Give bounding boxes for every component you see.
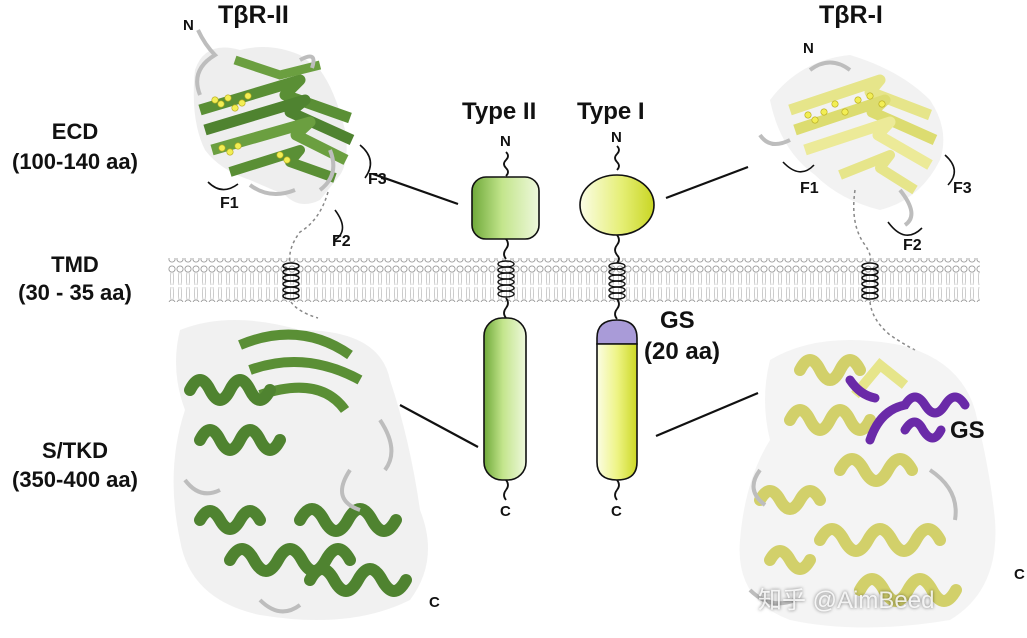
- type-ii-n-terminus: N: [500, 133, 511, 150]
- type-ii-ecd-box: [471, 176, 540, 240]
- type-i-tm-coil: [608, 262, 626, 300]
- tbri-kinase-structure: [739, 340, 996, 628]
- tbri-c-terminus: C: [1014, 566, 1025, 583]
- tbrii-n-terminus: N: [183, 17, 194, 34]
- type-i-n-terminus: N: [611, 129, 622, 146]
- stkd-label: S/TKD: [42, 438, 108, 463]
- tbrii-ecd-structure: [193, 29, 372, 241]
- tbri-tm-helix: [861, 262, 879, 300]
- tbri-f2-label: F2: [903, 237, 922, 254]
- kinase-connector-right: [655, 391, 759, 438]
- type-i-kinase-box: [596, 343, 638, 481]
- ecd-range: (100-140 aa): [12, 149, 138, 174]
- tbri-f3-label: F3: [953, 180, 972, 197]
- type-ii-c-terminus: C: [500, 503, 511, 520]
- tmd-label: TMD: [51, 252, 99, 277]
- tmd-range: (30 - 35 aa): [18, 280, 132, 305]
- gs-label: GS: [660, 307, 695, 334]
- tbri-gs-domain-ribbon: [845, 375, 970, 445]
- tbrii-linker-dashed: [288, 191, 329, 263]
- cell-membrane: [168, 258, 980, 302]
- tbrii-c-terminus: C: [429, 594, 440, 611]
- type-ii-label: Type II: [462, 98, 537, 125]
- tbrii-f3-label: F3: [368, 171, 387, 188]
- tbri-gs-label: GS: [950, 417, 985, 444]
- ecd-connector-right: [665, 165, 749, 200]
- ecd-label: ECD: [51, 119, 99, 144]
- tbrii-title: TβR-II: [218, 1, 289, 29]
- type-i-gs-cap: [596, 319, 638, 345]
- type-i-ecd-oval: [579, 174, 655, 236]
- type-ii-kinase-box: [483, 317, 527, 481]
- tbrii-tm-helix: [282, 262, 300, 300]
- type-i-label: Type I: [577, 98, 645, 125]
- tbrii-f1-label: F1: [220, 195, 239, 212]
- tbri-title: TβR-I: [819, 1, 883, 29]
- tbri-linker-dashed: [853, 189, 872, 263]
- kinase-connector-left: [399, 404, 479, 448]
- tbri-n-terminus: N: [803, 40, 814, 57]
- ecd-connector-left: [372, 172, 459, 206]
- type-i-c-terminus: C: [611, 503, 622, 520]
- tbri-ecd-structure: [758, 55, 956, 236]
- gs-range: (20 aa): [644, 338, 721, 365]
- type-ii-tm-coil: [497, 260, 515, 298]
- tbrii-kinase-structure: [173, 320, 428, 620]
- tbri-f1-label: F1: [800, 180, 819, 197]
- stkd-range: (350-400 aa): [12, 467, 138, 492]
- watermark: 知乎 @AimBeed: [758, 587, 935, 614]
- tbrii-f2-label: F2: [332, 233, 351, 250]
